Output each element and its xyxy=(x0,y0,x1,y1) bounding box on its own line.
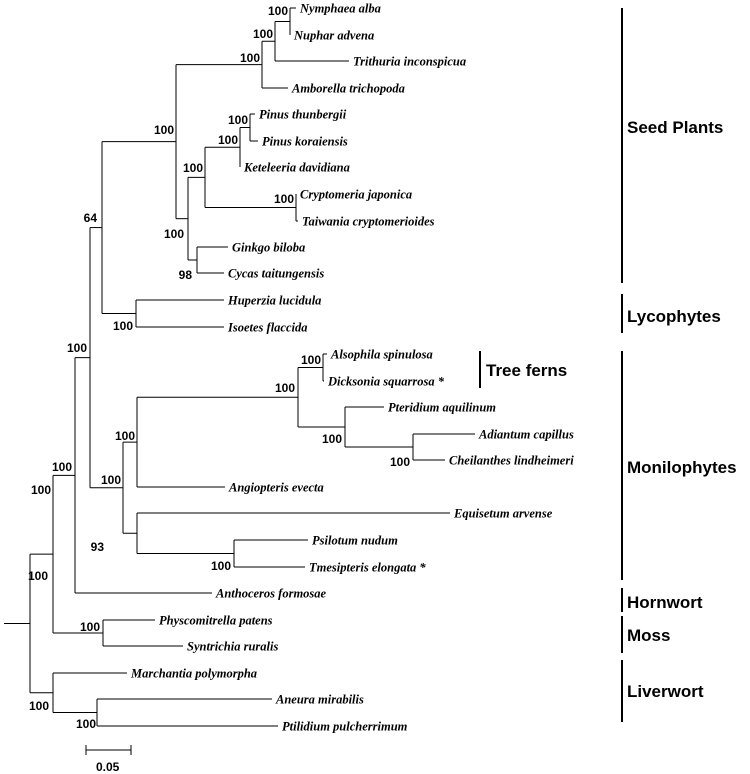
taxon-label: Tmesipteris elongata * xyxy=(309,561,426,575)
tree-branches xyxy=(4,7,475,727)
taxon-label: Ginkgo biloba xyxy=(232,241,305,255)
bootstrap-value: 100 xyxy=(113,319,133,333)
bootstrap-value: 93 xyxy=(91,540,105,554)
taxon-label: Trithuria inconspicua xyxy=(353,55,466,69)
taxon-label: Isoetes flaccida xyxy=(227,321,308,335)
bootstrap-value: 100 xyxy=(211,559,231,573)
bootstrap-value: 100 xyxy=(183,161,203,175)
bootstrap-value: 100 xyxy=(322,432,342,446)
taxon-label: Syntrichia ruralis xyxy=(187,640,278,654)
clade-label: Lycophytes xyxy=(627,307,721,326)
taxon-label: Dicksonia squarrosa * xyxy=(327,375,445,389)
scale-bar-label: 0.05 xyxy=(96,760,120,774)
bootstrap-value: 100 xyxy=(154,123,174,137)
taxon-label: Ptilidium pulcherrimum xyxy=(282,720,408,734)
taxon-label: Equisetum arvense xyxy=(453,507,553,521)
bootstrap-value: 98 xyxy=(179,268,193,282)
taxon-label: Nuphar advena xyxy=(293,29,374,43)
taxon-label: Pinus koraiensis xyxy=(262,135,348,149)
taxon-label: Psilotum nudum xyxy=(312,534,398,548)
bootstrap-value: 100 xyxy=(218,133,238,147)
scale-bar: 0.05 xyxy=(85,745,132,774)
bootstrap-value: 100 xyxy=(228,113,248,127)
bootstrap-value: 100 xyxy=(268,4,288,18)
bootstrap-value: 100 xyxy=(76,717,96,731)
taxon-label: Huperzia lucidula xyxy=(227,294,321,308)
clade-label: Liverwort xyxy=(627,682,704,701)
clade-label: Monilophytes xyxy=(627,458,737,477)
clade-label: Seed Plants xyxy=(627,118,723,137)
bootstrap-value: 100 xyxy=(31,483,51,497)
taxon-label: Physcomitrella patens xyxy=(159,614,273,628)
bootstrap-value: 100 xyxy=(301,353,321,367)
clade-label: Tree ferns xyxy=(486,361,567,380)
bootstrap-value: 100 xyxy=(164,227,184,241)
bootstrap-value: 100 xyxy=(115,429,135,443)
clade-label: Moss xyxy=(627,626,670,645)
taxon-label: Taiwania cryptomerioides xyxy=(302,215,435,229)
taxon-label: Cycas taitungensis xyxy=(228,267,324,281)
taxon-label: Cryptomeria japonica xyxy=(300,188,412,202)
clade-label: Hornwort xyxy=(627,593,703,612)
bootstrap-value: 100 xyxy=(240,51,260,65)
taxon-label: Aneura mirabilis xyxy=(275,693,364,707)
taxon-label: Adiantum capillus xyxy=(478,428,574,442)
bootstrap-values: 100 100 100 100 100 100 100 100 100 98 64 100 100 100… xyxy=(28,4,410,731)
bootstrap-value: 100 xyxy=(390,455,410,469)
taxon-label: Alsophila spinulosa xyxy=(330,348,433,362)
bootstrap-value: 100 xyxy=(274,192,294,206)
taxon-label: Angiopteris evecta xyxy=(228,481,324,495)
taxon-label: Pteridium aquilinum xyxy=(388,401,496,415)
bootstrap-value: 100 xyxy=(253,27,273,41)
bootstrap-value: 100 xyxy=(28,569,48,583)
bootstrap-value: 100 xyxy=(101,473,121,487)
bootstrap-value: 100 xyxy=(80,620,100,634)
taxon-label: Cheilanthes lindheimeri xyxy=(449,454,574,468)
bootstrap-value: 100 xyxy=(275,381,295,395)
bootstrap-value: 100 xyxy=(52,460,72,474)
taxon-label: Amborella trichopoda xyxy=(291,82,405,96)
bootstrap-value: 64 xyxy=(84,211,98,225)
taxon-label: Nymphaea alba xyxy=(299,2,381,16)
taxon-label: Pinus thunbergii xyxy=(259,108,347,122)
bootstrap-value: 100 xyxy=(67,341,87,355)
taxon-label: Marchantia polymorpha xyxy=(130,667,257,681)
taxon-label: Keteleeria davidiana xyxy=(243,161,350,175)
taxon-label: Anthoceros formosae xyxy=(215,587,327,601)
bootstrap-value: 100 xyxy=(29,699,49,713)
